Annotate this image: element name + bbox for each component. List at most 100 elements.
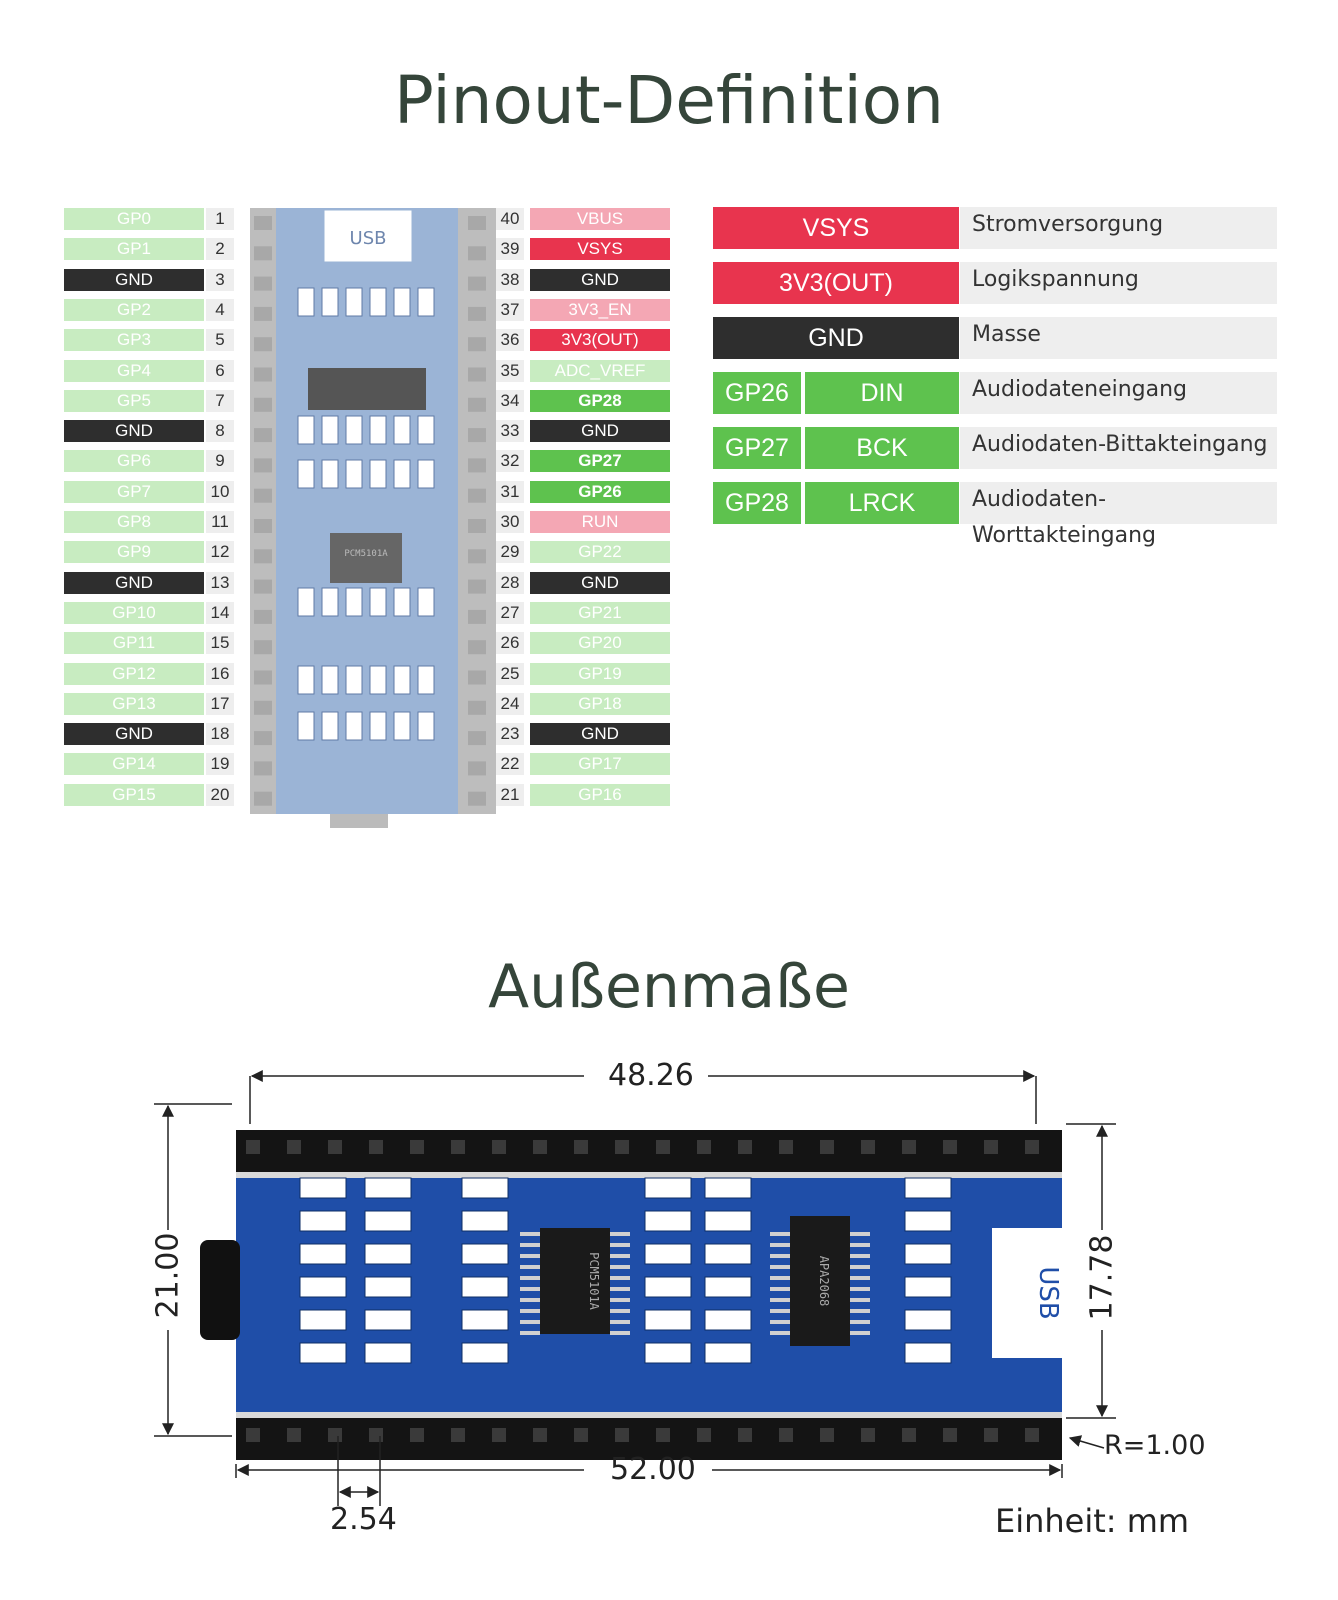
smd-component [704,1177,752,1199]
smd-component [704,1276,752,1298]
usb-silk-top: USB [350,228,387,249]
pitch-label: 2.54 [330,1502,397,1537]
pin-number: 25 [496,662,524,685]
smd-component [369,415,387,445]
pin-label: GP18 [530,692,670,715]
header-pin [254,428,272,443]
pin-label: GP26 [530,480,670,503]
pin-number: 26 [496,632,524,655]
pin-number: 7 [206,389,234,412]
unit-label: Einheit: mm [995,1502,1190,1540]
pin-label: GP28 [530,389,670,412]
header-hole [369,1428,383,1442]
smd-component [417,287,435,317]
smd-component [299,1276,347,1298]
pin-label: VBUS [530,208,670,230]
header-hole [820,1428,834,1442]
pin-number: 11 [206,511,234,533]
legend-description: Logikspannung [960,262,1277,304]
smd-component [299,1243,347,1265]
pinout-title: Pinout-Definition [393,62,944,139]
pin-label: GP12 [64,662,204,685]
pin-label: GP19 [530,662,670,685]
pin-label: GP16 [530,783,670,806]
pin-number: 5 [206,329,234,352]
header-pin [468,397,486,412]
chip-pin [850,1276,870,1280]
smd-component [461,1177,509,1199]
smd-component [644,1243,692,1265]
header-pin [254,609,272,624]
smd-component [345,415,363,445]
header-pin [254,731,272,746]
smd-component [417,665,435,695]
chip-pin [610,1309,630,1313]
pin-label: 3V3(OUT) [530,329,670,352]
legend-swatch: 3V3(OUT) [713,262,959,304]
smd-component [461,1309,509,1331]
header-hole [574,1428,588,1442]
legend-swatch-pin: GP27 [713,427,801,469]
header-pin [468,276,486,291]
pin-number: 29 [496,541,524,564]
smd-component [904,1309,952,1331]
width-inner-label: 48.26 [608,1058,694,1093]
header-hole [246,1140,260,1154]
pin-label: GP1 [64,238,204,261]
pin-number: 16 [206,662,234,685]
chip-pin [770,1254,790,1258]
smd-component [364,1210,412,1232]
smd-component [704,1243,752,1265]
header-pin [468,579,486,594]
pin-label: GND [530,420,670,443]
pin-number: 9 [206,450,234,473]
pin-label: GP11 [64,632,204,655]
smd-component [417,711,435,741]
header-hole [820,1140,834,1154]
chip-pin [610,1298,630,1302]
pin-label: GP10 [64,601,204,624]
smd-component [297,587,315,617]
smd-component [297,711,315,741]
header-pin [254,640,272,655]
board-top-view: USB PCM5101A [250,208,496,828]
pin-number: 34 [496,389,524,412]
smd-component [393,665,411,695]
pin-label: GND [64,268,204,291]
header-hole [861,1140,875,1154]
header-pin [468,488,486,503]
smd-component [369,587,387,617]
legend-description: Audiodaten-Worttakteingang [960,482,1277,548]
header-hole [738,1140,752,1154]
pin-number: 35 [496,359,524,382]
pin-number: 22 [496,753,524,776]
legend-swatch: GND [713,317,959,359]
smd-component [904,1276,952,1298]
chip-pin [770,1298,790,1302]
dimension-drawing: USB PCM5101A APA2068 [154,1070,1116,1506]
chip-pin [520,1331,540,1335]
smd-component [345,287,363,317]
chip-pin [520,1298,540,1302]
pin-number: 6 [206,359,234,382]
pin-number: 12 [206,541,234,564]
smd-component [299,1210,347,1232]
header-hole [246,1428,260,1442]
smd-component [345,665,363,695]
pin-label: RUN [530,511,670,533]
pin-number: 37 [496,298,524,321]
pin-number: 8 [206,420,234,443]
header-hole [984,1428,998,1442]
pin-number: 30 [496,511,524,533]
header-hole [328,1428,342,1442]
header-hole [451,1428,465,1442]
header-hole [943,1140,957,1154]
pin-label: GND [64,571,204,594]
smd-component [369,665,387,695]
smd-component [321,287,339,317]
smd-component [321,459,339,489]
smd-component [321,665,339,695]
smd-component [369,287,387,317]
height-total-label: 21.00 [150,1232,186,1319]
chip-pin [770,1309,790,1313]
